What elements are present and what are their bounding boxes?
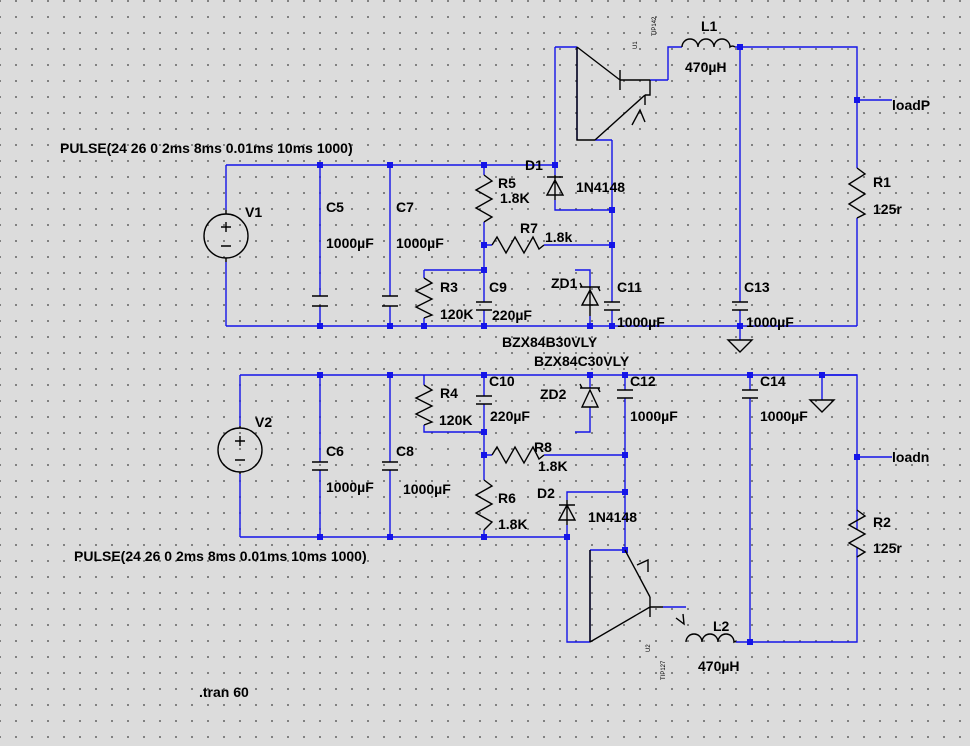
capacitor-c10[interactable] — [476, 395, 492, 405]
d1-ref: D1 — [525, 157, 543, 173]
v1-label: V1 — [245, 204, 262, 220]
zener-zd2[interactable] — [579, 383, 601, 408]
resistor-r4[interactable] — [414, 384, 434, 426]
resistor-r5[interactable] — [474, 174, 494, 223]
inductor-l2[interactable] — [685, 633, 737, 644]
r4-value: 120K — [439, 412, 472, 428]
c8-ref: C8 — [396, 443, 414, 459]
v2-label: V2 — [255, 414, 272, 430]
capacitor-c7[interactable] — [382, 295, 398, 307]
r2-ref: R2 — [873, 514, 891, 530]
zd2-value: BZX84C30VLY — [534, 353, 630, 369]
labels: PULSE(24 26 0 2ms 8ms 0.01ms 10ms 1000) … — [60, 16, 930, 700]
resistor-r2[interactable] — [847, 509, 867, 558]
r1-ref: R1 — [873, 174, 891, 190]
r8-value: 1.8K — [538, 458, 568, 474]
u2-ref: U2 — [646, 644, 652, 652]
net-label-loadp: loadP — [892, 97, 930, 113]
c5-ref: C5 — [326, 199, 344, 215]
resistor-r1[interactable] — [847, 167, 867, 219]
capacitor-c11[interactable] — [604, 301, 620, 311]
zd1-value: BZX84B30VLY — [502, 334, 598, 350]
c7-value: 1000µF — [396, 235, 444, 251]
c9-ref: C9 — [489, 279, 507, 295]
voltage-source-v2[interactable] — [217, 426, 263, 474]
c11-ref: C11 — [617, 279, 642, 295]
capacitor-c13[interactable] — [732, 301, 748, 311]
zener-zd1[interactable] — [579, 282, 601, 316]
diode-d2[interactable] — [557, 500, 577, 525]
diode-d1[interactable] — [545, 175, 565, 200]
capacitor-c8[interactable] — [382, 461, 398, 471]
resistor-r6[interactable] — [474, 479, 494, 531]
c6-ref: C6 — [326, 443, 344, 459]
r7-value: 1.8k — [545, 229, 572, 245]
pulse-directive-top: PULSE(24 26 0 2ms 8ms 0.01ms 10ms 1000) — [60, 140, 353, 156]
l1-ref: L1 — [701, 18, 718, 34]
c6-value: 1000µF — [326, 479, 374, 495]
r1-value: 125r — [873, 201, 902, 217]
r6-value: 1.8K — [498, 516, 528, 532]
c10-value: 220µF — [490, 408, 530, 424]
c5-value: 1000µF — [326, 235, 374, 251]
net-label-loadn: loadn — [892, 449, 929, 465]
transistor-u2[interactable] — [589, 549, 685, 643]
l2-ref: L2 — [713, 618, 730, 634]
c13-value: 1000µF — [746, 314, 794, 330]
zd1-ref: ZD1 — [551, 275, 578, 291]
u1-ref: U1 — [633, 41, 639, 49]
capacitor-c12[interactable] — [617, 389, 633, 399]
pulse-directive-bottom: PULSE(24 26 0 2ms 8ms 0.01ms 10ms 1000) — [74, 548, 367, 564]
capacitor-c5[interactable] — [312, 295, 328, 307]
r2-value: 125r — [873, 540, 902, 556]
junction-dots — [317, 44, 860, 645]
c11-value: 1000µF — [617, 314, 665, 330]
u2-value: TIP127 — [661, 660, 667, 680]
l2-value: 470µH — [698, 658, 740, 674]
resistor-r3[interactable] — [414, 277, 434, 319]
r7-ref: R7 — [520, 220, 538, 236]
c14-value: 1000µF — [760, 408, 808, 424]
r5-value: 1.8K — [500, 190, 530, 206]
ground-symbol-top — [726, 339, 754, 353]
c14-ref: C14 — [760, 373, 786, 389]
r5-ref: R5 — [498, 175, 516, 191]
r4-ref: R4 — [440, 385, 458, 401]
r8-ref: R8 — [534, 439, 552, 455]
capacitor-c9[interactable] — [476, 301, 492, 311]
tran-directive: .tran 60 — [199, 684, 249, 700]
c13-ref: C13 — [744, 279, 770, 295]
resistor-r7[interactable] — [491, 235, 545, 255]
l1-value: 470µH — [685, 59, 727, 75]
resistor-r8[interactable] — [491, 445, 545, 465]
transistor-u1[interactable] — [576, 46, 651, 141]
capacitor-c14[interactable] — [742, 389, 758, 399]
capacitor-c6[interactable] — [312, 461, 328, 471]
c7-ref: C7 — [396, 199, 414, 215]
d2-ref: D2 — [537, 485, 555, 501]
r3-ref: R3 — [440, 279, 458, 295]
u1-value: TIP142 — [652, 16, 658, 36]
zd2-ref: ZD2 — [540, 386, 567, 402]
c8-value: 1000µF — [403, 481, 451, 497]
c10-ref: C10 — [489, 373, 515, 389]
ground-symbol-bottom — [808, 399, 836, 413]
c9-value: 220µF — [492, 307, 532, 323]
voltage-source-v1[interactable] — [203, 210, 249, 262]
r3-value: 120K — [440, 306, 473, 322]
inductor-l1[interactable] — [681, 38, 736, 49]
d2-value: 1N4148 — [588, 509, 637, 525]
d1-value: 1N4148 — [576, 179, 625, 195]
c12-value: 1000µF — [630, 408, 678, 424]
c12-ref: C12 — [630, 373, 656, 389]
r6-ref: R6 — [498, 490, 516, 506]
